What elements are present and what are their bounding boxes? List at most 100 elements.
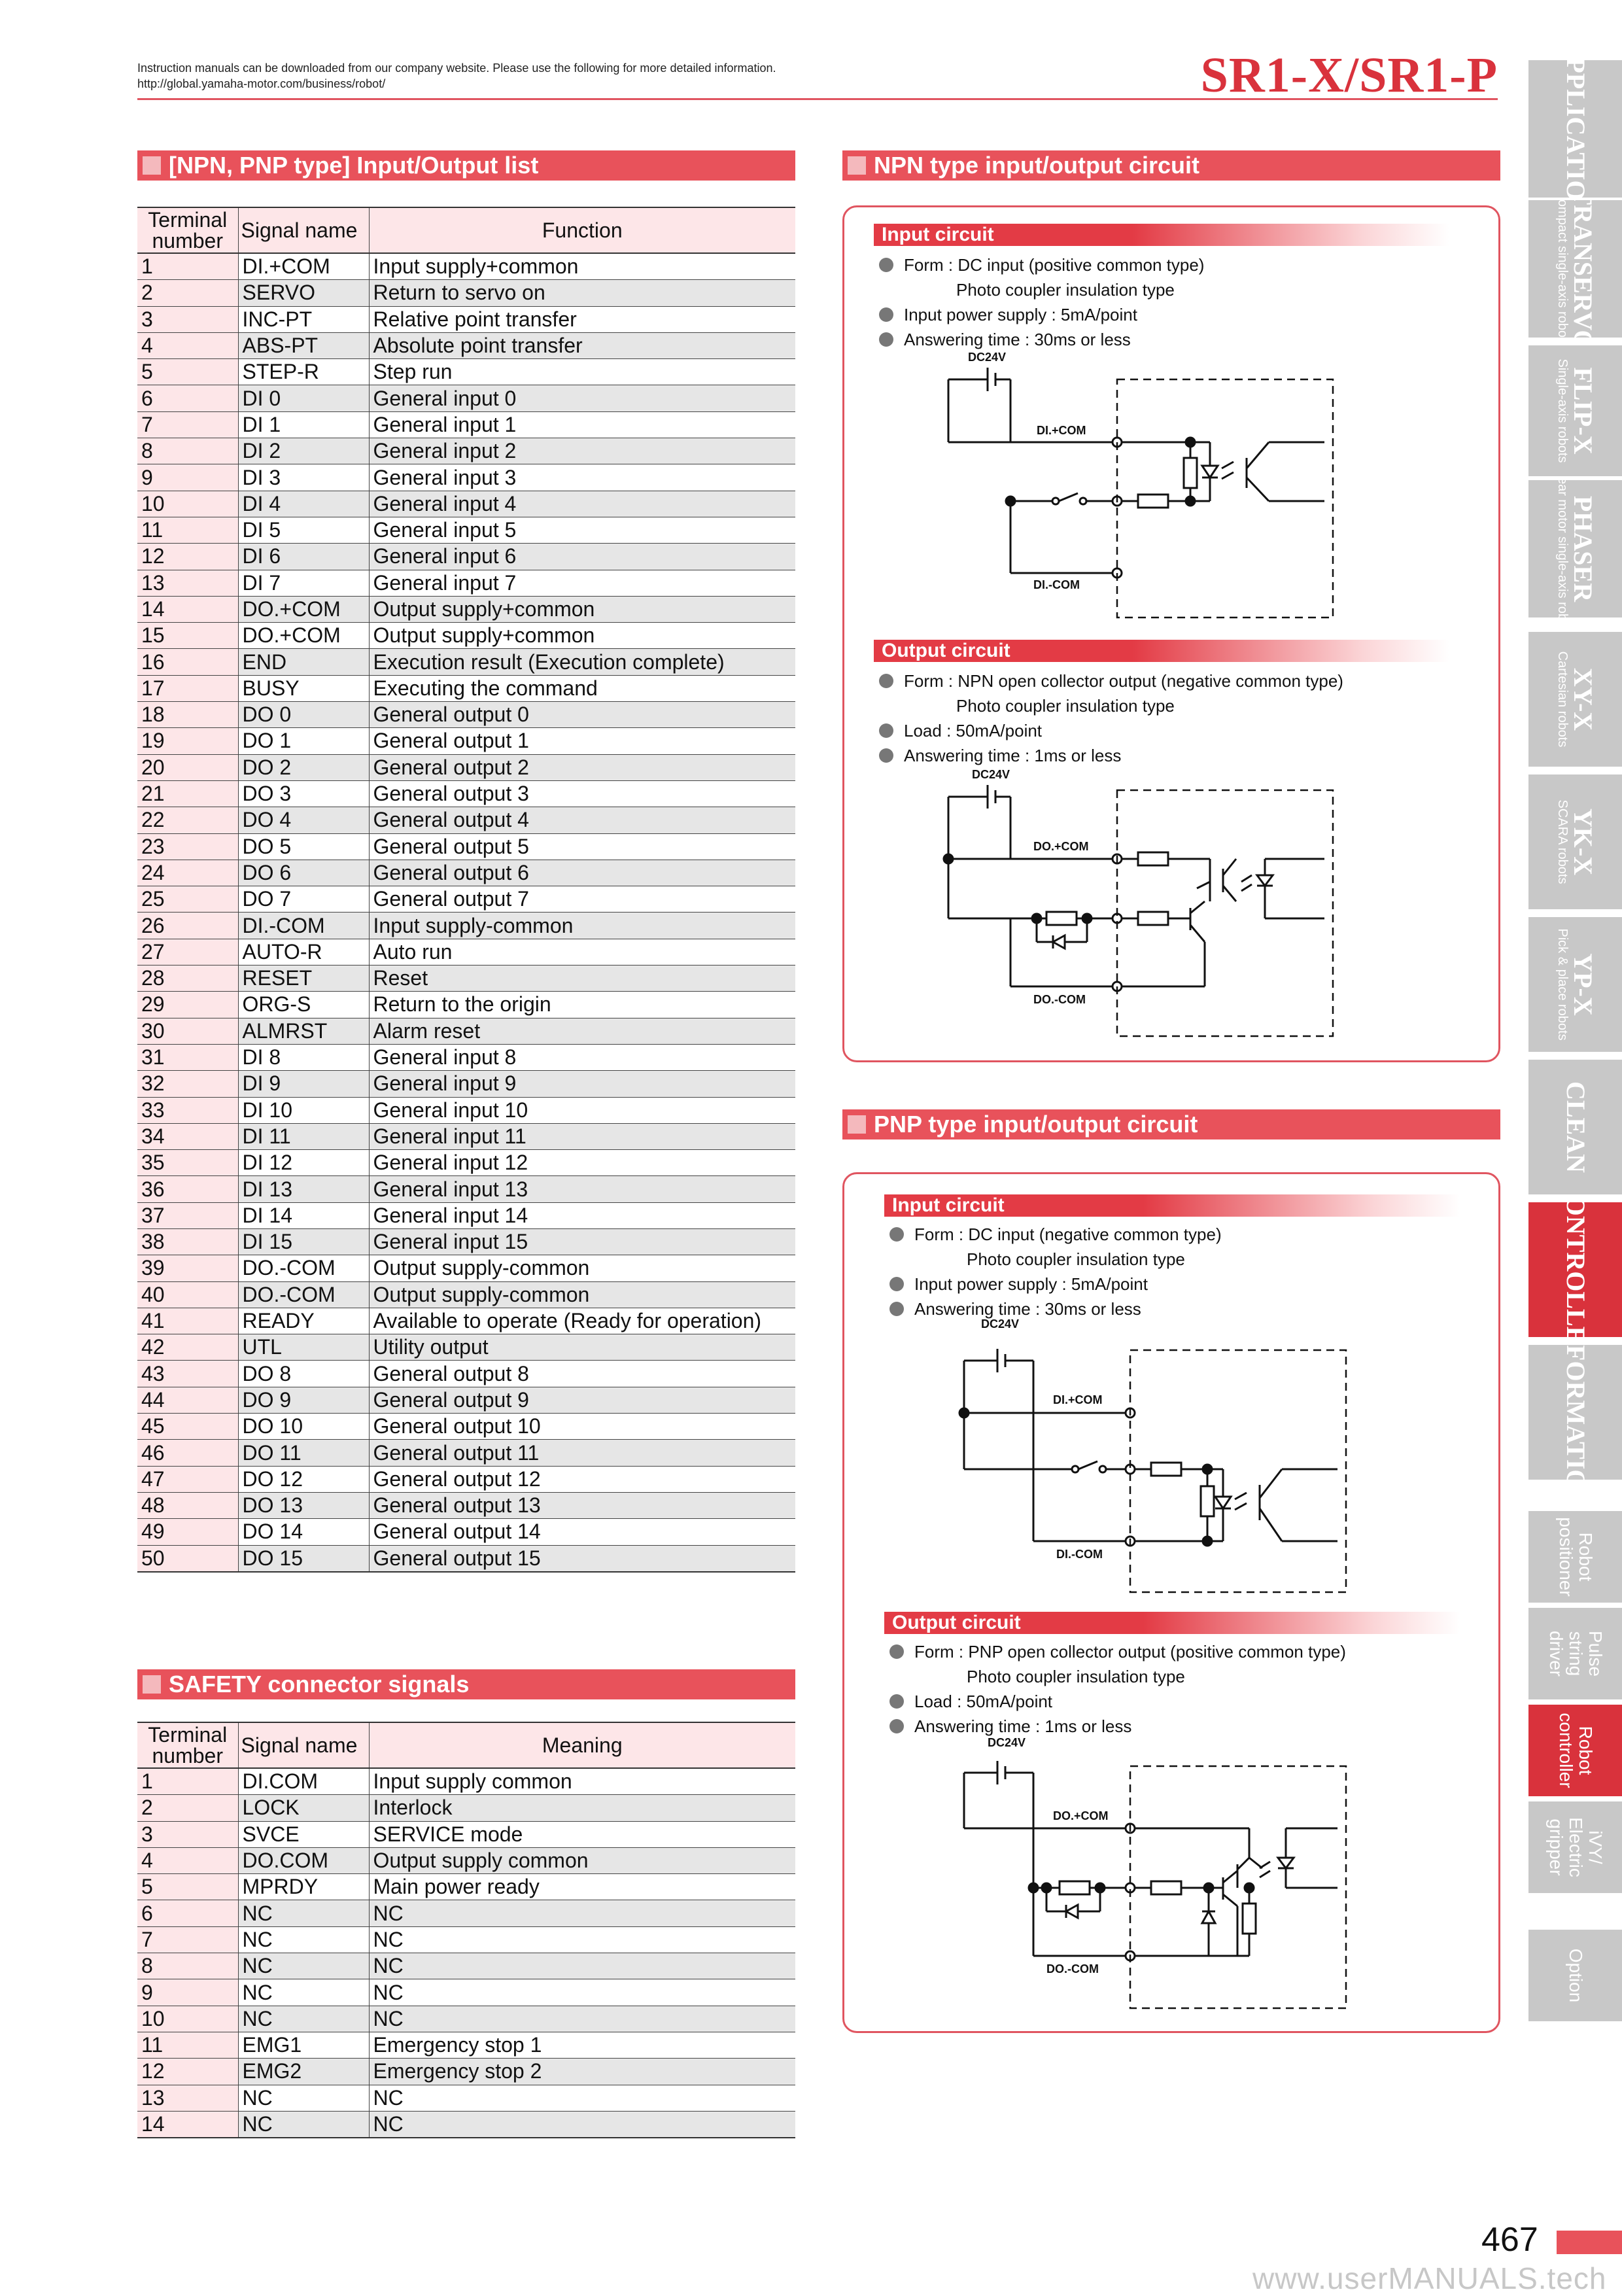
- npn-output-minus-label: DO.-COM: [1033, 993, 1086, 1006]
- tab-xy-x-sub: Cartesian robots: [1555, 651, 1570, 748]
- signal-name-cell: EMG2: [238, 2058, 370, 2085]
- terminal-number-cell: 24: [137, 860, 239, 887]
- npn-output-supply-label: DC24V: [972, 768, 1010, 781]
- signal-name-cell: DO.+COM: [238, 596, 370, 623]
- bullet-icon: [879, 748, 893, 763]
- heading-square-icon: [848, 1115, 866, 1134]
- bullet-icon: [889, 1694, 904, 1709]
- pnp-input-minus-label: DI.-COM: [1056, 1548, 1103, 1561]
- pnp-output-supply-label: DC24V: [988, 1736, 1026, 1749]
- function-cell: Output supply+common: [369, 596, 795, 623]
- terminal-number-cell: 1: [137, 253, 239, 281]
- tab-clean-label: CLEAN: [1561, 1081, 1591, 1174]
- tab-ivy-electric-gripper[interactable]: iVY/ Electric gripper: [1528, 1801, 1622, 1893]
- function-cell: General input 3: [369, 464, 795, 491]
- terminal-number-cell: 40: [137, 1281, 239, 1308]
- function-cell: NC: [369, 1953, 795, 1980]
- function-cell: General output 5: [369, 833, 795, 860]
- tab-option[interactable]: Option: [1528, 1930, 1622, 2021]
- function-cell: General input 13: [369, 1175, 795, 1203]
- function-cell: General output 1: [369, 727, 795, 755]
- npn-input-schematic: DC24V DI.+COM DI.-COM: [947, 351, 1334, 619]
- terminal-number-cell: 4: [137, 1847, 239, 1875]
- function-cell: Output supply-common: [369, 1255, 795, 1282]
- function-cell: Reset: [369, 965, 795, 992]
- terminal-number-cell: 12: [137, 543, 239, 570]
- function-cell: General output 8: [369, 1360, 795, 1387]
- tab-robot-controller[interactable]: Robot controller: [1528, 1705, 1622, 1796]
- bullet-icon: [879, 258, 893, 272]
- terminal-number-cell: 37: [137, 1202, 239, 1229]
- terminal-number-cell: 9: [137, 464, 239, 491]
- signal-name-cell: DI 9: [238, 1070, 370, 1098]
- terminal-number-cell: 49: [137, 1518, 239, 1546]
- tab-information-label: INFORMATION: [1561, 1345, 1591, 1480]
- function-cell: Auto run: [369, 939, 795, 966]
- function-cell: General output 3: [369, 780, 795, 808]
- tab-robot-positioner[interactable]: Robot positioner: [1528, 1511, 1622, 1603]
- function-cell: NC: [369, 1900, 795, 1927]
- tab-xy-x-label: XY-X: [1568, 667, 1598, 731]
- terminal-number-cell: 48: [137, 1492, 239, 1520]
- signal-name-cell: DI 3: [238, 464, 370, 491]
- terminal-number-cell: 42: [137, 1334, 239, 1361]
- header-divider: [137, 98, 1498, 100]
- function-cell: Output supply+common: [369, 622, 795, 650]
- tab-clean[interactable]: CLEAN: [1528, 1060, 1622, 1194]
- terminal-number-cell: 7: [137, 1926, 239, 1954]
- heading-square-icon: [143, 1675, 161, 1694]
- function-cell: General input 12: [369, 1149, 795, 1177]
- pnp-title: PNP type input/output circuit: [874, 1111, 1198, 1138]
- terminal-number-cell: 12: [137, 2058, 239, 2085]
- terminal-number-cell: 25: [137, 886, 239, 913]
- pnp-input-supply-label: DC24V: [981, 1317, 1019, 1331]
- npn-output-schematic: DC24V DO.+COM DO.-COM: [942, 768, 1334, 1037]
- tab-application-label: APPLICATION: [1561, 60, 1591, 198]
- heading-square-icon: [143, 156, 161, 175]
- signal-name-cell: DO 3: [238, 780, 370, 808]
- function-cell: Execution result (Execution complete): [369, 648, 795, 676]
- tab-option-label: Option: [1565, 1948, 1586, 2003]
- function-cell: General input 15: [369, 1228, 795, 1256]
- signal-name-cell: LOCK: [238, 1794, 370, 1822]
- function-cell: General input 14: [369, 1202, 795, 1229]
- function-cell: General output 6: [369, 860, 795, 887]
- tab-flip-x-sub: Single-axis robots: [1555, 358, 1570, 463]
- tab-information[interactable]: INFORMATION: [1528, 1345, 1622, 1480]
- function-cell: Absolute point transfer: [369, 332, 795, 360]
- signal-name-cell: AUTO-R: [238, 939, 370, 966]
- pnp-input-plus-label: DI.+COM: [1053, 1393, 1103, 1406]
- tab-application[interactable]: APPLICATION: [1528, 60, 1622, 198]
- pnp-output-form-sub: Photo coupler insulation type: [967, 1667, 1185, 1686]
- npn-output-load: Load : 50mA/point: [904, 721, 1043, 740]
- tab-controller[interactable]: CONTROLLER: [1528, 1202, 1622, 1337]
- function-cell: Main power ready: [369, 1873, 795, 1901]
- tab-yp-x-label: YP-X: [1568, 953, 1598, 1016]
- terminal-number-cell: 11: [137, 517, 239, 544]
- col-function: Function: [369, 207, 795, 254]
- tab-pulse-string-driver[interactable]: Pulse string driver: [1528, 1608, 1622, 1699]
- header-note-url[interactable]: http://global.yamaha-motor.com/business/…: [137, 77, 386, 90]
- function-cell: General output 2: [369, 754, 795, 781]
